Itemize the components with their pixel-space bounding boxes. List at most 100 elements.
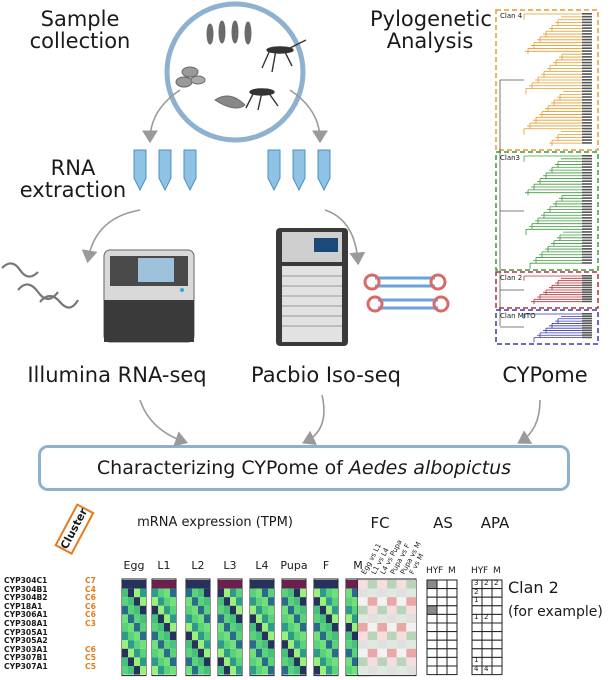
fc-cell — [358, 597, 368, 606]
clan-box — [495, 309, 599, 345]
heatmap-cell — [218, 588, 224, 598]
heatmap-cell — [134, 657, 140, 666]
fc-cell — [396, 597, 407, 606]
heatmap-cell — [134, 631, 140, 641]
fc-cell — [358, 614, 368, 623]
fc-cell — [396, 631, 407, 641]
cluster-label: C5 — [85, 653, 96, 663]
fc-cell — [367, 657, 378, 666]
fc-cell — [377, 631, 387, 641]
stage-label: L1 — [157, 559, 171, 572]
heatmap-cell — [140, 580, 146, 589]
fc-cell — [367, 614, 378, 623]
heatmap-cell — [230, 597, 236, 606]
heatmap-cell — [256, 614, 262, 623]
tree-leaf-label — [582, 101, 592, 104]
heatmap-cell — [224, 623, 230, 632]
gene-label: CYP304B1 — [4, 584, 48, 594]
fc-heatmap — [357, 578, 417, 677]
heatmap-cell — [152, 588, 158, 598]
heatmap-cell — [250, 657, 256, 666]
heatmap-cell — [170, 657, 176, 666]
heatmap-cell — [256, 640, 262, 649]
heatmap-cell — [192, 588, 198, 598]
fc-cell — [406, 640, 416, 649]
gene-label: CYP304C1 — [4, 576, 48, 585]
heatmap-cell — [218, 597, 224, 606]
heatmap-cell — [122, 588, 128, 598]
tree-leaf-label — [582, 53, 592, 55]
apa-cell — [481, 622, 493, 633]
heatmap-cell — [282, 597, 288, 606]
fc-cell — [358, 640, 368, 649]
heatmap-cell — [158, 640, 164, 649]
fc-cell — [367, 580, 378, 589]
as-cell — [446, 622, 458, 633]
as-cell — [436, 622, 448, 633]
heatmap-cell — [236, 588, 242, 598]
heatmap-cell — [170, 597, 176, 606]
heatmap-cell — [332, 623, 338, 632]
tree-leaf-label — [582, 197, 592, 199]
heatmap-cell — [326, 657, 332, 666]
heatmap-cell — [122, 657, 128, 666]
heatmap-cell — [326, 666, 332, 675]
heatmap-cell — [164, 648, 170, 658]
tree-leaf-label — [582, 15, 592, 18]
phylo-label-line1: Pylogenetic — [370, 7, 492, 31]
heatmap-cell — [326, 597, 332, 606]
tree-leaf-label — [582, 329, 592, 332]
heatmap-cell — [224, 588, 230, 598]
apa-value: 2 — [484, 579, 489, 587]
heatmap-cell — [230, 623, 236, 632]
heatmap-cell — [300, 580, 306, 589]
heatmap-cell — [314, 648, 320, 658]
tree-leaf-label — [582, 113, 592, 116]
as-grid — [426, 579, 458, 676]
as-cell — [446, 579, 458, 590]
heatmap-cell — [346, 614, 352, 623]
illumina-sequencer — [103, 249, 195, 343]
heatmap-cell — [294, 631, 300, 641]
fc-cell — [377, 597, 387, 606]
fc-cell — [377, 614, 387, 623]
heatmap-cell — [236, 580, 242, 589]
gene-label: CYP303A1 — [4, 644, 48, 654]
tree-leaf-label — [582, 41, 592, 44]
heatmap-cell — [186, 666, 192, 675]
heatmap-cell — [288, 614, 294, 623]
fc-cell — [358, 588, 368, 598]
gene-label: CYP18A1 — [4, 601, 43, 611]
heatmap-cell — [198, 623, 204, 632]
fc-cell — [387, 648, 397, 658]
gene-label: CYP306A1 — [4, 610, 48, 620]
tree-leaf-label — [582, 236, 592, 239]
heatmap-cell — [332, 580, 338, 589]
tree-leaf-label — [582, 286, 592, 289]
as-cell — [436, 596, 448, 607]
tree-leaf-label — [582, 202, 592, 205]
heatmap-cell — [268, 640, 274, 649]
clan-note: Clan 2 (for example) — [508, 578, 608, 619]
apa-value: 2 — [484, 613, 489, 622]
heatmap-cell — [262, 588, 268, 598]
heatmap-cell — [198, 648, 204, 658]
fc-cell — [406, 597, 416, 606]
tube-group-right — [267, 149, 331, 192]
clan-note-line1: Clan 2 — [508, 578, 559, 597]
cluster-label: C4 — [85, 584, 96, 594]
heatmap-cell — [140, 631, 146, 641]
heatmap-cell — [122, 597, 128, 606]
heatmap-cell — [326, 588, 332, 598]
heatmap-cell — [282, 623, 288, 632]
heatmap-cell — [288, 580, 294, 589]
tree-leaf-label — [582, 38, 592, 41]
heatmap-cell — [294, 614, 300, 623]
heatmap-cell — [186, 597, 192, 606]
heatmap-cell — [192, 614, 198, 623]
heatmap-cell — [158, 657, 164, 666]
tree-leaf-label — [582, 291, 592, 293]
heatmap-cell — [164, 614, 170, 623]
heatmap-cell — [134, 588, 140, 598]
heatmap-cell — [198, 657, 204, 666]
